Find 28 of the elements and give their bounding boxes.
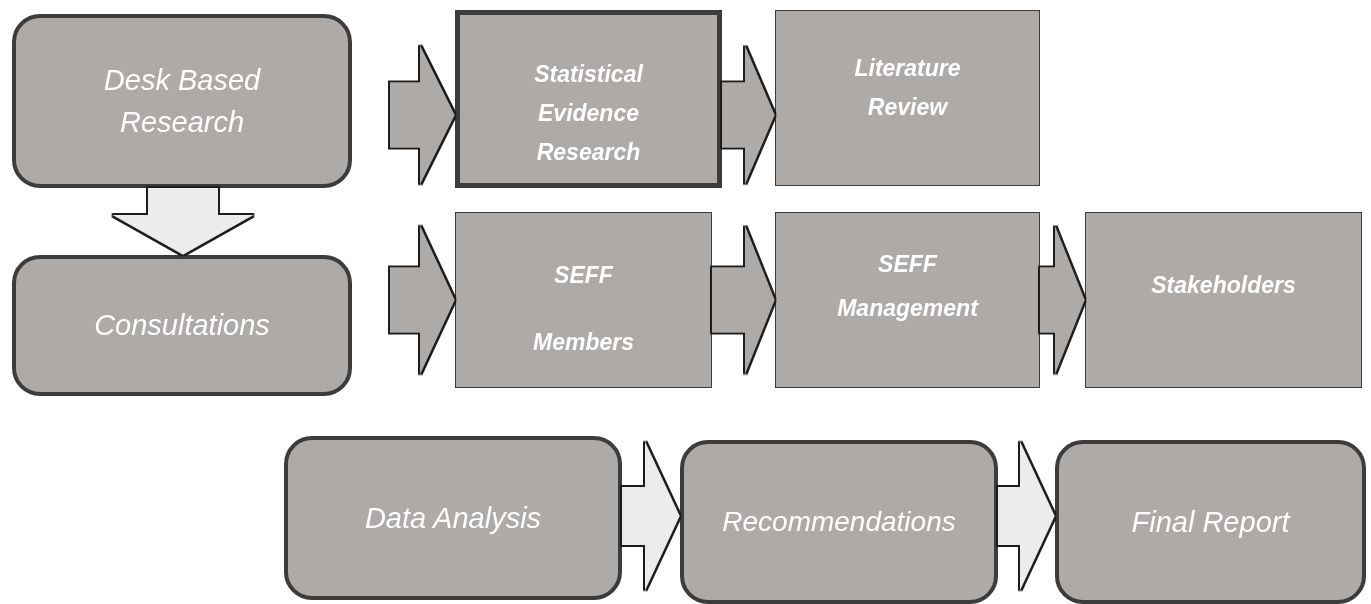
block-arrow [390, 225, 455, 375]
rounded-box [680, 440, 998, 604]
block-arrow [998, 441, 1055, 591]
node-label: Literature Review [853, 54, 962, 123]
process-box [1085, 212, 1362, 388]
node-label: SEFF Members [532, 261, 635, 357]
node-label: SEFF Management [836, 250, 980, 323]
process-box [455, 212, 712, 388]
block-arrow [112, 188, 254, 255]
block-arrow [622, 441, 680, 591]
rounded-box [12, 14, 352, 188]
block-arrow [722, 45, 775, 185]
rounded-box [284, 436, 622, 600]
node-label: Desk Based Research [102, 62, 262, 140]
block-arrow [1040, 225, 1085, 375]
node-label: Final Report [1131, 504, 1290, 540]
rounded-box [1055, 440, 1366, 604]
rounded-box [12, 255, 352, 396]
block-arrow [390, 45, 455, 185]
node-label: Statistical Evidence Research [533, 60, 645, 168]
node-label: Consultations [94, 308, 270, 344]
process-box [775, 212, 1040, 388]
node-label: Stakeholders [1150, 271, 1297, 300]
process-box [775, 10, 1040, 186]
node-label: Recommendations [722, 504, 956, 539]
process-box [455, 10, 722, 188]
block-arrow [712, 225, 775, 375]
node-label: Data Analysis [364, 500, 542, 536]
